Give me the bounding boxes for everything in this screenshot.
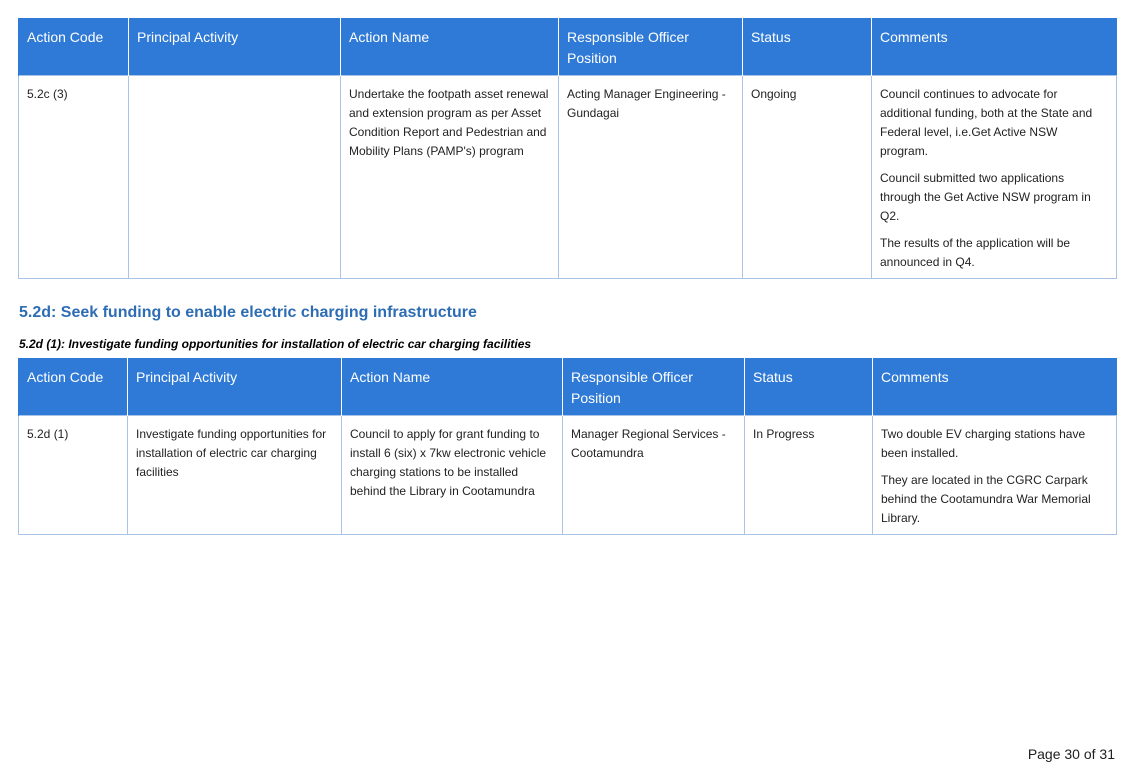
cell-comments: Council continues to advocate for additi… <box>871 75 1117 279</box>
cell-comments: Two double EV charging stations have bee… <box>872 415 1117 535</box>
header-action-code: Action Code <box>18 358 128 416</box>
action-table-5-2d: Action Code Principal Activity Action Na… <box>18 358 1117 535</box>
comment-paragraph: Council continues to advocate for additi… <box>880 87 1093 158</box>
sub-heading: 5.2d (1): Investigate funding opportunit… <box>19 337 532 351</box>
table-header-row: Action Code Principal Activity Action Na… <box>18 358 1117 416</box>
table-header-row: Action Code Principal Activity Action Na… <box>18 18 1117 76</box>
cell-status: In Progress <box>744 415 873 535</box>
header-principal-activity: Principal Activity <box>128 18 341 76</box>
header-action-code: Action Code <box>18 18 129 76</box>
cell-action-code: 5.2d (1) <box>18 415 128 535</box>
header-responsible-officer: Responsible Officer Position <box>562 358 745 416</box>
comment-paragraph: The results of the application will be a… <box>880 236 1071 269</box>
header-comments: Comments <box>872 358 1117 416</box>
cell-responsible-officer: Acting Manager Engineering - Gundagai <box>558 75 743 279</box>
table-row: 5.2c (3) Undertake the footpath asset re… <box>18 75 1117 279</box>
header-action-name: Action Name <box>340 18 559 76</box>
header-action-name: Action Name <box>341 358 563 416</box>
page-number: Page 30 of 31 <box>1027 746 1115 762</box>
cell-action-name: Undertake the footpath asset renewal and… <box>340 75 559 279</box>
header-comments: Comments <box>871 18 1117 76</box>
header-status: Status <box>744 358 873 416</box>
cell-action-name: Council to apply for grant funding to in… <box>341 415 563 535</box>
section-heading: 5.2d: Seek funding to enable electric ch… <box>19 304 477 321</box>
table-row: 5.2d (1) Investigate funding opportuniti… <box>18 415 1117 535</box>
cell-status: Ongoing <box>742 75 872 279</box>
cell-responsible-officer: Manager Regional Services - Cootamundra <box>562 415 745 535</box>
cell-principal-activity: Investigate funding opportunities for in… <box>127 415 342 535</box>
header-status: Status <box>742 18 872 76</box>
cell-principal-activity <box>128 75 341 279</box>
action-table-5-2c: Action Code Principal Activity Action Na… <box>18 18 1117 279</box>
header-responsible-officer: Responsible Officer Position <box>558 18 743 76</box>
comment-paragraph: Two double EV charging stations have bee… <box>881 427 1086 460</box>
comment-paragraph: They are located in the CGRC Carpark beh… <box>881 473 1091 525</box>
header-principal-activity: Principal Activity <box>127 358 342 416</box>
comment-paragraph: Council submitted two applications throu… <box>880 171 1091 223</box>
cell-action-code: 5.2c (3) <box>18 75 129 279</box>
